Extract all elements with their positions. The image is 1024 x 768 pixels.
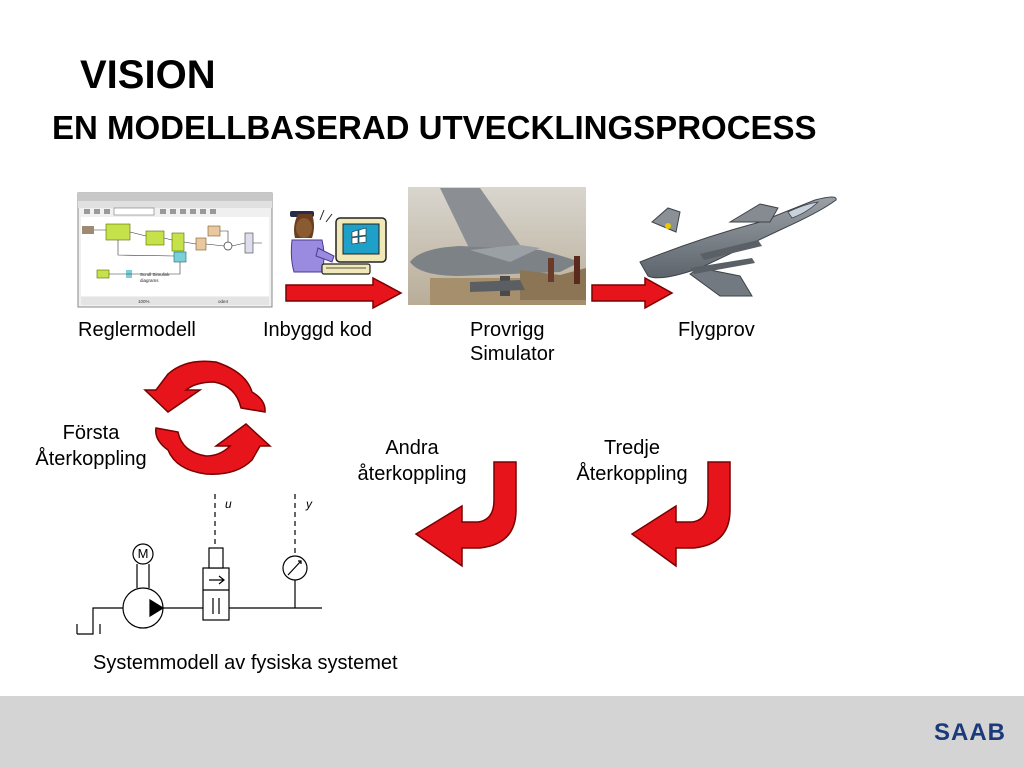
simulink-model-screenshot: Scroll Simulink diagrams 100% ode4	[77, 192, 273, 308]
system-model-schematic	[76, 494, 322, 635]
step-label-inbyggd-kod: Inbyggd kod	[263, 319, 372, 341]
second-feedback-label: Andra återkoppling	[357, 437, 467, 485]
signal-y-label: y	[306, 497, 312, 511]
first-feedback-loop-icon	[143, 360, 272, 475]
motor-symbol	[132, 543, 154, 565]
svg-text:ode4: ode4	[218, 299, 229, 304]
svg-text:100%: 100%	[138, 299, 150, 304]
step-label-provrigg-simulator: Provrigg Simulator	[470, 319, 555, 365]
process-arrow-2	[591, 276, 674, 310]
slide-title: VISION	[80, 53, 216, 97]
programmer-at-computer-icon	[290, 209, 387, 275]
third-feedback-label: Tredje Återkoppling	[576, 437, 688, 485]
signal-u-label: u	[225, 497, 232, 511]
motor-label: M	[137, 546, 149, 561]
test-rig-photo	[408, 187, 586, 305]
process-arrow-1	[285, 276, 403, 310]
svg-text:Scroll Simulink: Scroll Simulink	[140, 272, 170, 277]
step-label-flygprov: Flygprov	[678, 319, 755, 341]
valve-symbol	[202, 567, 230, 621]
svg-text:diagrams: diagrams	[140, 278, 159, 283]
saab-logo-text: SAAB	[934, 719, 1007, 746]
second-feedback-arrow	[414, 461, 517, 568]
footer-bar	[0, 696, 1024, 768]
first-feedback-label: Första Återkoppling	[35, 422, 147, 470]
gripen-aircraft-photo	[639, 196, 837, 297]
slide-subtitle: EN MODELLBASERAD UTVECKLINGSPROCESS	[52, 109, 817, 146]
third-feedback-arrow	[630, 461, 731, 568]
step-label-reglermodell: Reglermodell	[78, 319, 196, 341]
system-model-caption: Systemmodell av fysiska systemet	[93, 652, 398, 674]
